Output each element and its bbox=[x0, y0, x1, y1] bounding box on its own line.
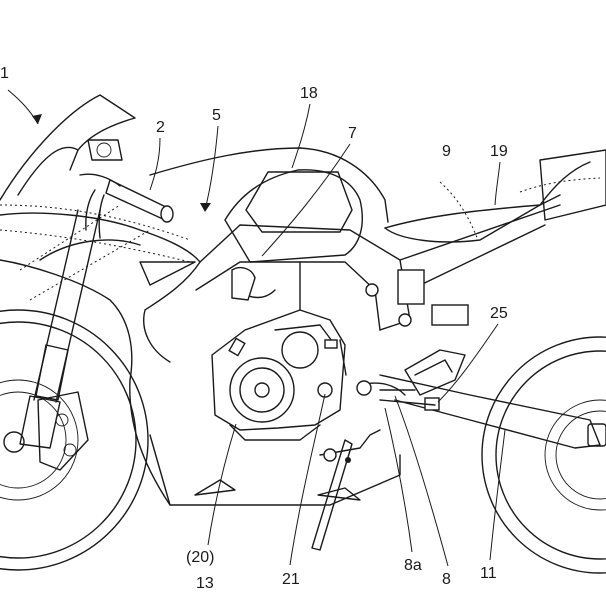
side-stand bbox=[311, 429, 381, 551]
label-2: 2 bbox=[156, 119, 165, 136]
label-21: 21 bbox=[282, 571, 300, 588]
leader-2 bbox=[149, 137, 161, 191]
front-wheel bbox=[0, 309, 149, 571]
leader-25 bbox=[437, 323, 499, 403]
swing-arm bbox=[356, 374, 601, 449]
rear-wheel bbox=[481, 336, 606, 574]
label-19: 19 bbox=[490, 143, 508, 160]
label-13: 13 bbox=[196, 575, 214, 592]
leader-5 bbox=[204, 125, 219, 211]
front-fairing bbox=[0, 94, 201, 506]
leader-8a bbox=[384, 407, 413, 553]
label-9: 9 bbox=[442, 143, 451, 160]
label-20: (20) bbox=[186, 549, 214, 566]
leader-11 bbox=[489, 429, 506, 561]
leader-7 bbox=[261, 143, 351, 257]
label-1: 1 bbox=[0, 65, 9, 82]
leader-21 bbox=[289, 393, 326, 566]
label-7: 7 bbox=[348, 125, 357, 142]
leader-1 bbox=[7, 89, 39, 125]
seat bbox=[384, 149, 606, 243]
reference-labels: 1 2 5 18 7 9 19 25 (20) 13 21 8a 8 11 bbox=[0, 65, 508, 592]
leader-18 bbox=[291, 103, 311, 169]
front-fork bbox=[19, 209, 101, 449]
label-8a: 8a bbox=[404, 557, 422, 574]
leader-20 bbox=[207, 423, 237, 546]
label-11: 11 bbox=[480, 565, 497, 582]
leader-19 bbox=[494, 161, 501, 206]
label-8: 8 bbox=[442, 571, 451, 588]
main-frame bbox=[195, 204, 561, 331]
lower-cowl bbox=[149, 434, 401, 506]
label-5: 5 bbox=[212, 107, 221, 124]
label-25: 25 bbox=[490, 305, 508, 322]
label-18: 18 bbox=[300, 85, 318, 102]
footrest-bracket bbox=[379, 349, 466, 411]
handlebar-assembly bbox=[79, 139, 174, 239]
fuel-tank bbox=[149, 147, 389, 263]
leader-8 bbox=[394, 395, 449, 567]
engine bbox=[211, 309, 347, 441]
